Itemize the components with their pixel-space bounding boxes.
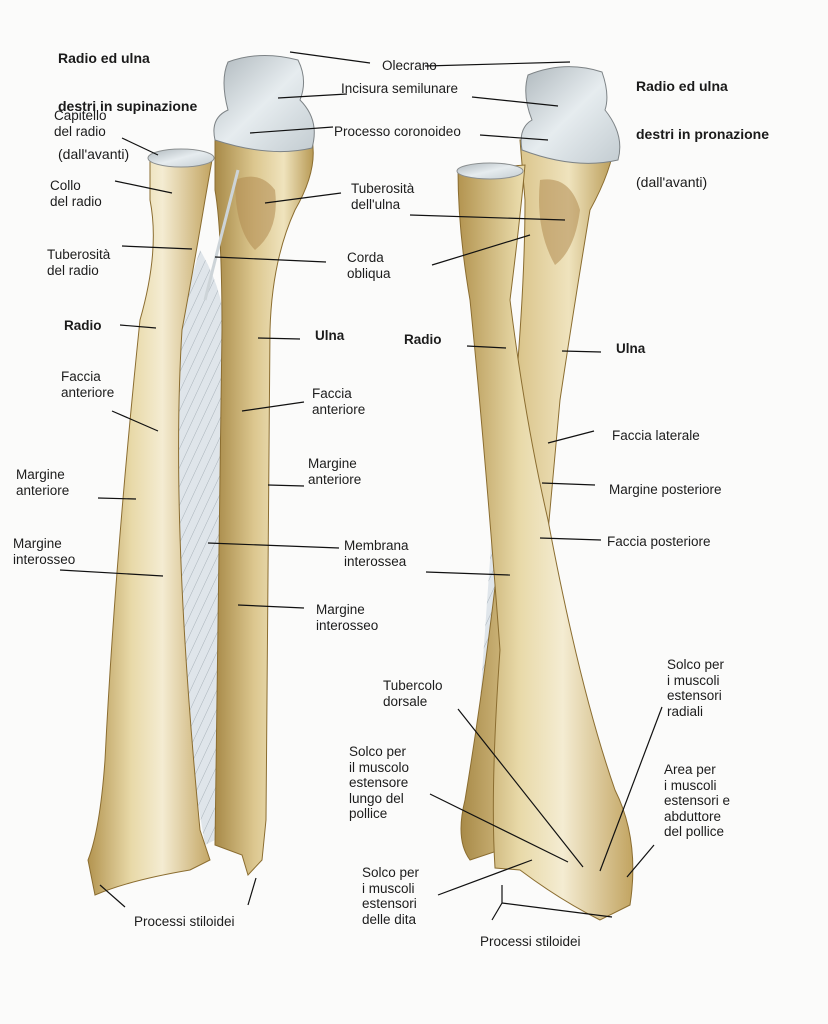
label-ulna-right: Ulna — [616, 341, 646, 356]
ulna-left — [214, 139, 314, 876]
label-area-estensori-abduttore: Area per i muscoli estensori e abduttore… — [664, 762, 731, 839]
radius-left — [87, 159, 213, 896]
label-processo-coronoideo: Processo coronoideo — [334, 124, 461, 139]
leader-lines — [59, 51, 663, 921]
label-tuberosita-radio: Tuberosità del radio — [47, 247, 111, 278]
label-solco-estensori-radiali: Solco per i muscoli estensori radiali — [667, 657, 725, 719]
label-margine-interosseo-radio: Margine interosseo — [13, 536, 76, 567]
left-title-line3: (dall'avanti) — [58, 146, 130, 162]
label-processi-stiloidei-right: Processi stiloidei — [480, 934, 581, 949]
label-incisura: Incisura semilunare — [341, 81, 459, 96]
label-processi-stiloidei-left: Processi stiloidei — [134, 914, 235, 929]
right-title-line3: (dall'avanti) — [636, 174, 708, 190]
label-tuberosita-ulna: Tuberosità dell'ulna — [351, 181, 415, 212]
label-margine-anteriore-ulna: Margine anteriore — [308, 456, 362, 487]
right-title-line1: Radio ed ulna — [636, 78, 728, 94]
label-margine-posteriore: Margine posteriore — [609, 482, 722, 497]
label-faccia-posteriore: Faccia posteriore — [607, 534, 711, 549]
label-corda-obliqua: Corda obliqua — [347, 250, 391, 281]
label-capitello: Capitello del radio — [54, 108, 107, 139]
radius-right — [457, 164, 634, 921]
label-ulna-left: Ulna — [315, 328, 345, 343]
label-membrana: Membrana interossea — [344, 538, 409, 569]
right-view-title: Radio ed ulna destri in pronazione (dall… — [636, 46, 769, 206]
label-radio-right: Radio — [404, 332, 442, 347]
right-title-line2: destri in pronazione — [636, 126, 770, 142]
left-title-line1: Radio ed ulna — [58, 50, 150, 66]
left-view-title: Radio ed ulna destri in supinazione (dal… — [58, 18, 197, 178]
olecranon-cartilage-right — [520, 66, 621, 164]
label-solco-estensore-lungo: Solco per il muscolo estensore lungo del… — [349, 744, 410, 821]
radial-head-cartilage — [147, 148, 215, 168]
label-collo: Collo del radio — [50, 178, 102, 209]
label-tubercolo-dorsale: Tubercolo dorsale — [383, 678, 443, 709]
label-solco-estensori-dita: Solco per i muscoli estensori delle dita — [362, 865, 420, 927]
label-margine-anteriore-radio: Margine anteriore — [16, 467, 70, 498]
label-faccia-laterale: Faccia laterale — [612, 428, 700, 443]
label-olecrano: Olecrano — [382, 58, 437, 73]
olecranon-cartilage-left — [213, 54, 315, 153]
label-radio-left: Radio — [64, 318, 102, 333]
label-margine-interosseo-ulna: Margine interosseo — [316, 602, 379, 633]
label-faccia-anteriore-ulna: Faccia anteriore — [312, 386, 366, 417]
label-faccia-anteriore-radio: Faccia anteriore — [61, 369, 115, 400]
left-title-line2: destri in supinazione — [58, 98, 198, 114]
